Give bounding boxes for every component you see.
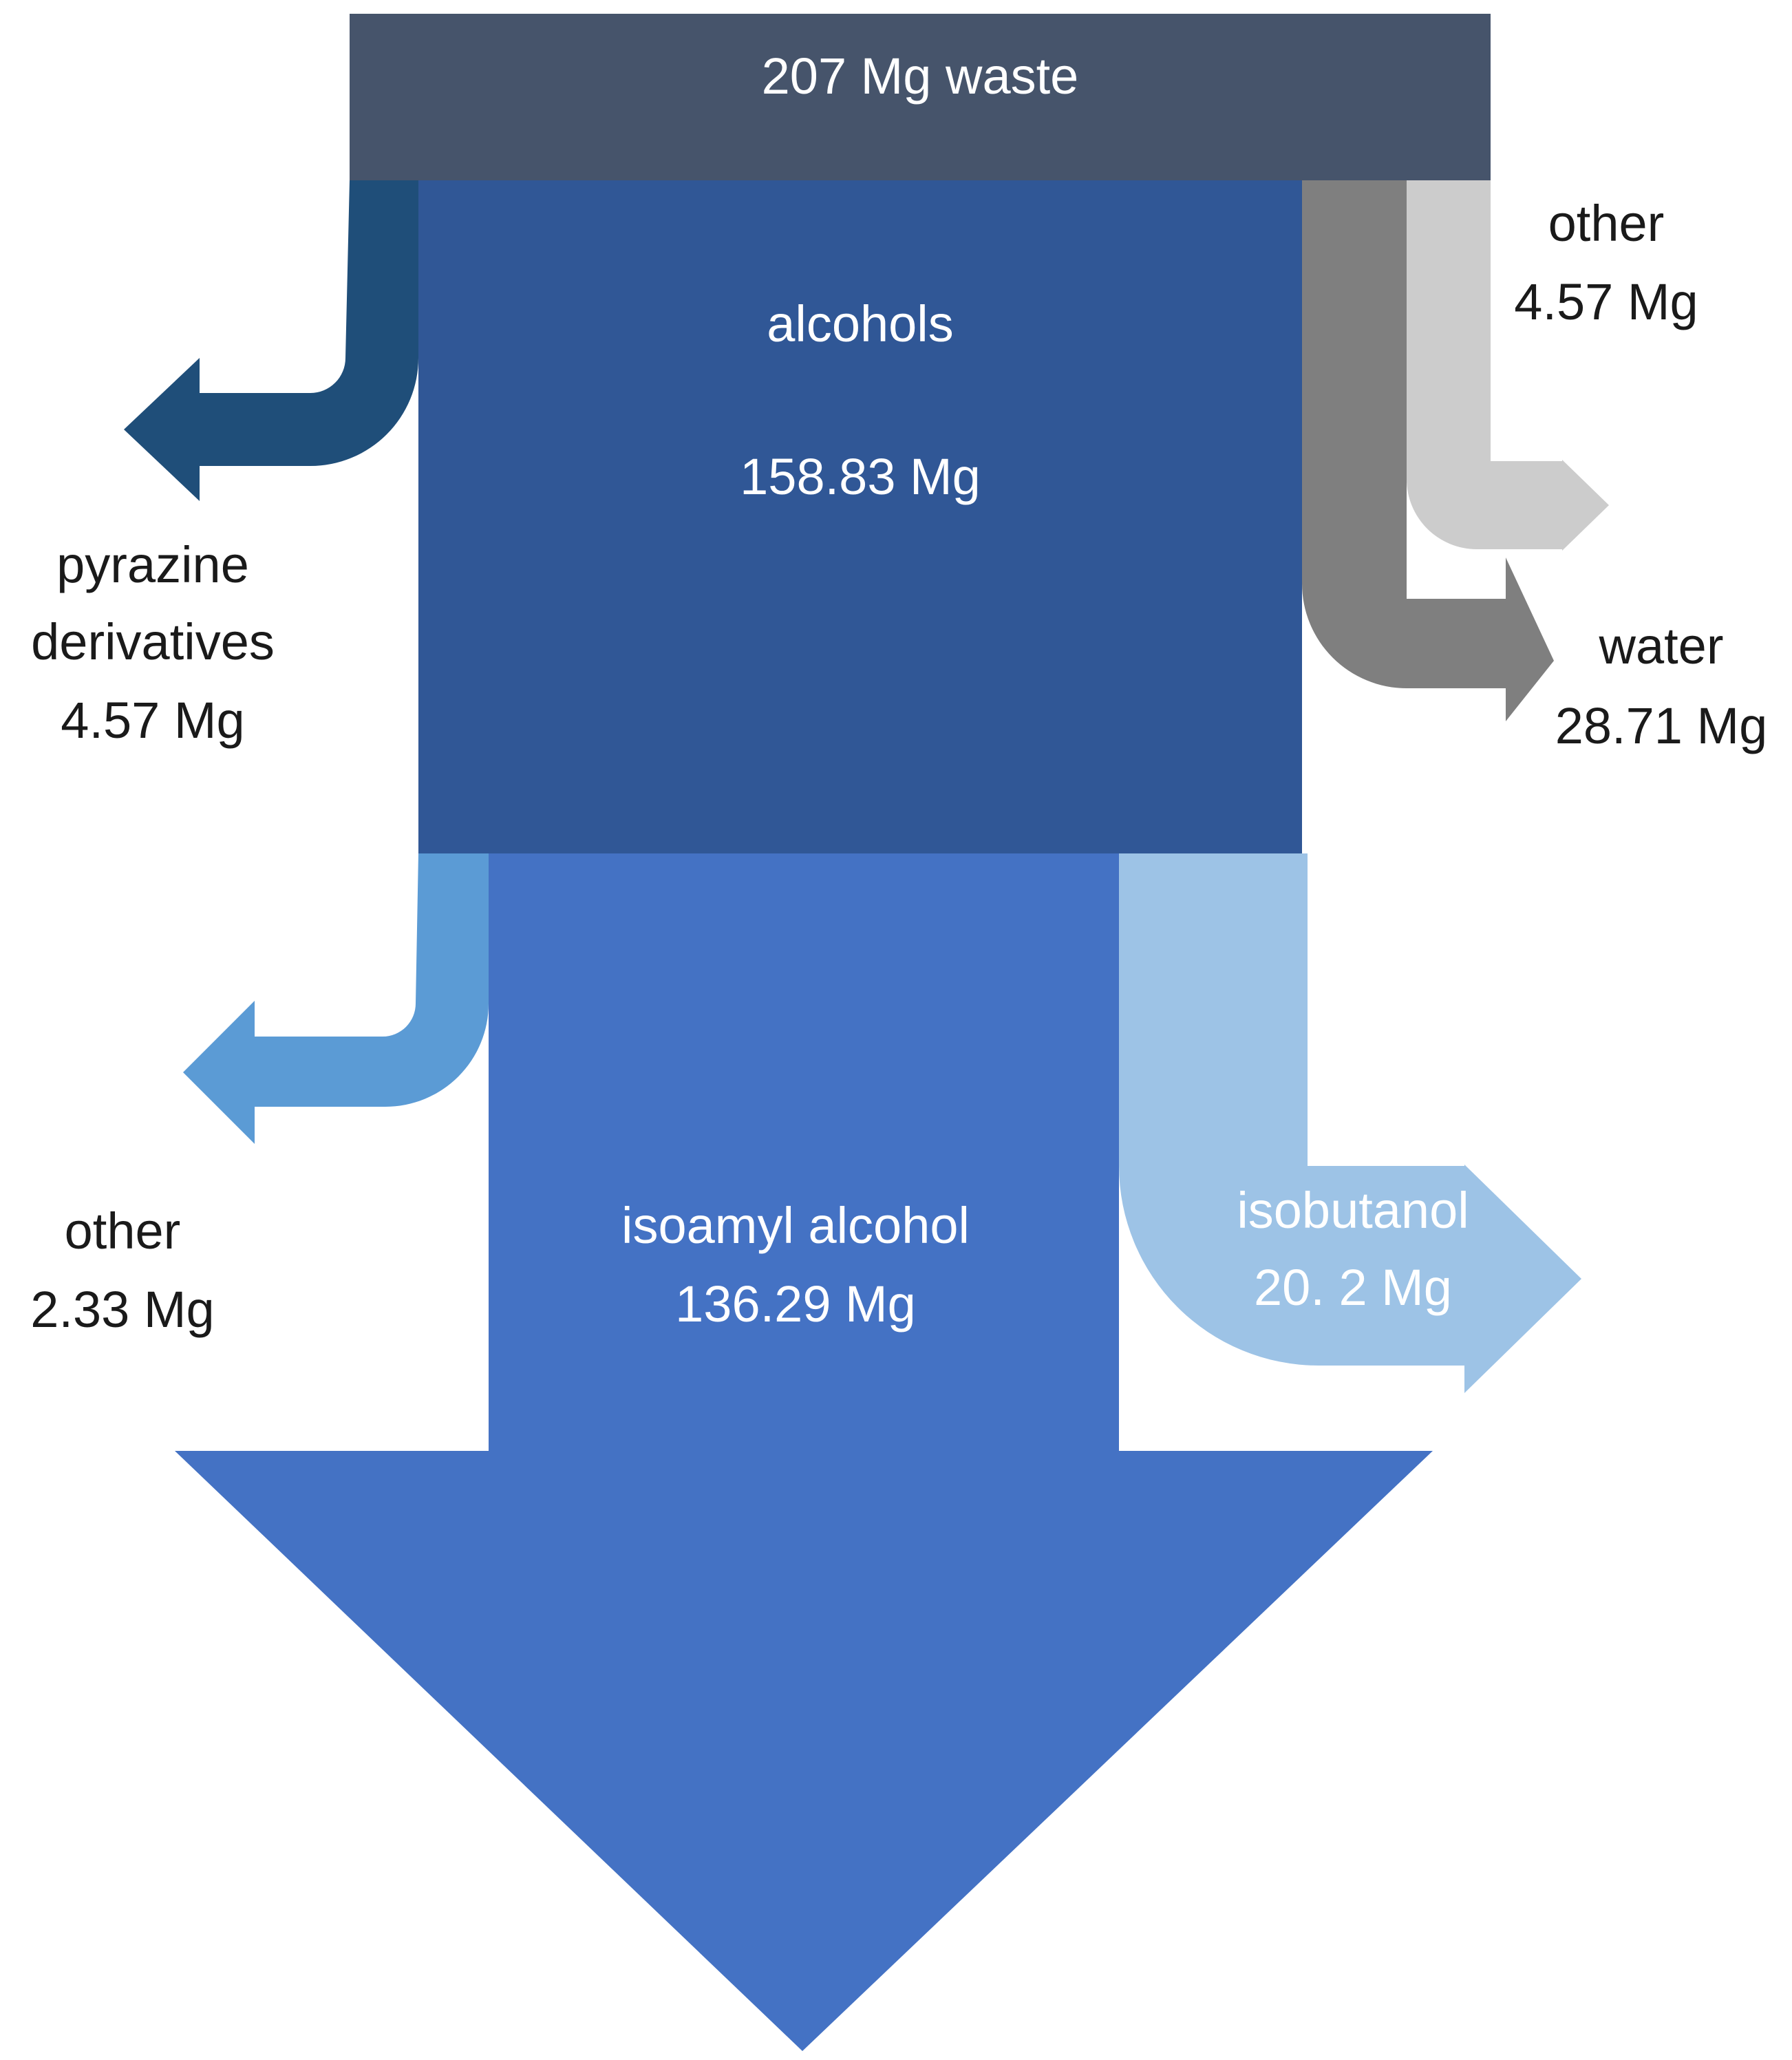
other-bottom-value: 2.33 Mg [30,1281,214,1338]
isoamyl-alcohol-arrow [175,853,1433,2051]
waste-label: 207 Mg waste [762,47,1079,105]
isoamyl-alcohol-label: isoamyl alcohol [621,1197,970,1254]
alcohols-label: alcohols [767,295,954,352]
isoamyl-alcohol-value: 136.29 Mg [675,1275,916,1332]
alcohols-block [418,180,1302,853]
water-flow-arrow [1302,180,1554,721]
other-top-label: other [1548,195,1665,252]
pyrazine-label-line1: pyrazine [56,536,249,593]
water-label: water [1599,617,1724,675]
waste-bar [350,14,1491,180]
isobutanol-flow-arrow [1119,853,1581,1393]
other-bottom-flow-arrow [183,853,489,1144]
pyrazine-flow-arrow [124,180,418,501]
other-bottom-label: other [65,1202,181,1260]
isobutanol-label: isobutanol [1237,1182,1469,1239]
pyrazine-label-line2: derivatives [31,613,275,670]
pyrazine-value: 4.57 Mg [61,692,244,749]
other-top-value: 4.57 Mg [1514,273,1698,330]
isobutanol-value: 20. 2 Mg [1254,1259,1452,1316]
water-value: 28.71 Mg [1555,697,1768,754]
alcohols-value: 158.83 Mg [740,448,981,505]
other-top-flow-arrow [1407,180,1609,551]
